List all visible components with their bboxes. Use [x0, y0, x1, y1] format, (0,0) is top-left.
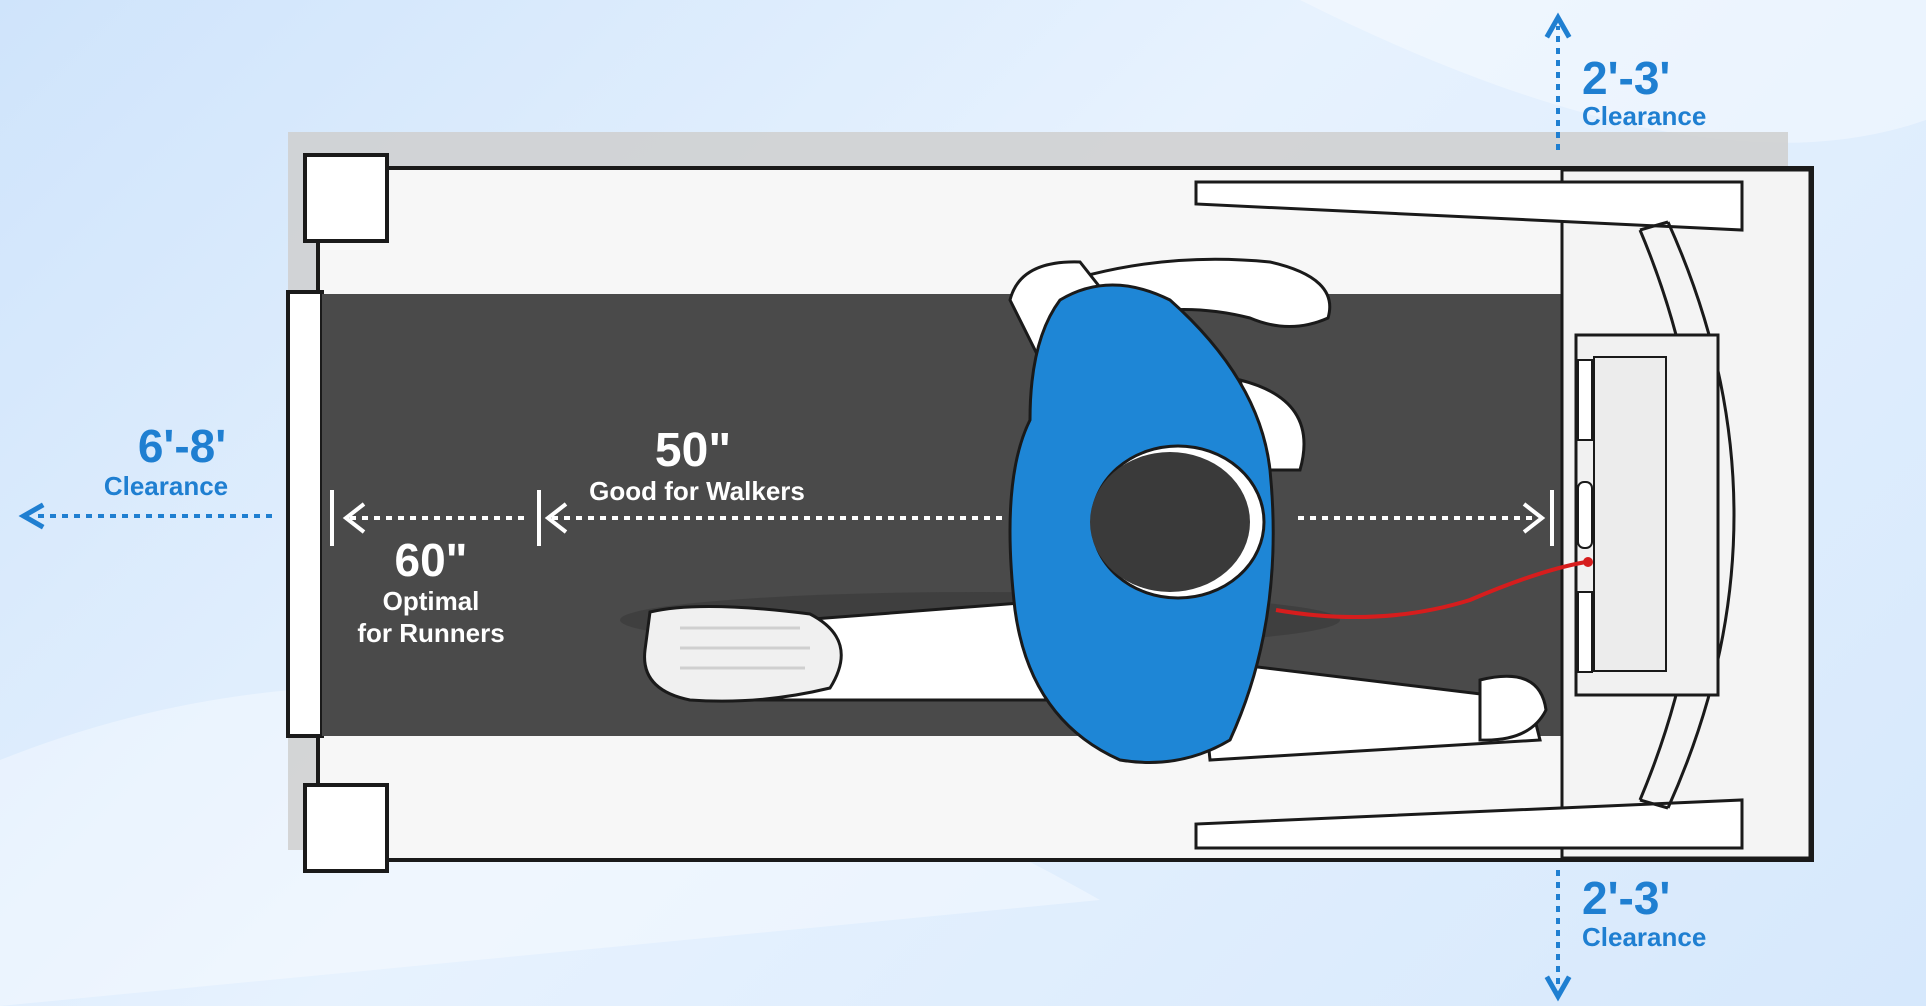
bottom-clearance-label: Clearance: [1582, 922, 1706, 952]
walkers-length-label: Good for Walkers: [589, 476, 805, 506]
runners-length-label-line1: Optimal: [383, 586, 480, 616]
top-clearance-label: Clearance: [1582, 101, 1706, 131]
safety-cord-clip: [1583, 557, 1593, 567]
bottom-clearance-value: 2'-3': [1582, 872, 1670, 924]
runners-length-value: 60": [395, 534, 468, 586]
treadmill-console: [1194, 168, 1812, 860]
clearance-arrows: [18, 12, 1572, 1002]
walkers-length-value: 50": [655, 424, 731, 477]
left-clearance-value: 6'-8': [138, 420, 226, 472]
left-clearance-label: Clearance: [104, 471, 228, 501]
safety-cord: [1275, 560, 1587, 620]
runner-illustration: [620, 257, 1548, 764]
belt-measurements: [330, 490, 1554, 546]
top-clearance-value: 2'-3': [1582, 52, 1670, 104]
runners-length-label-line2: for Runners: [357, 618, 504, 648]
